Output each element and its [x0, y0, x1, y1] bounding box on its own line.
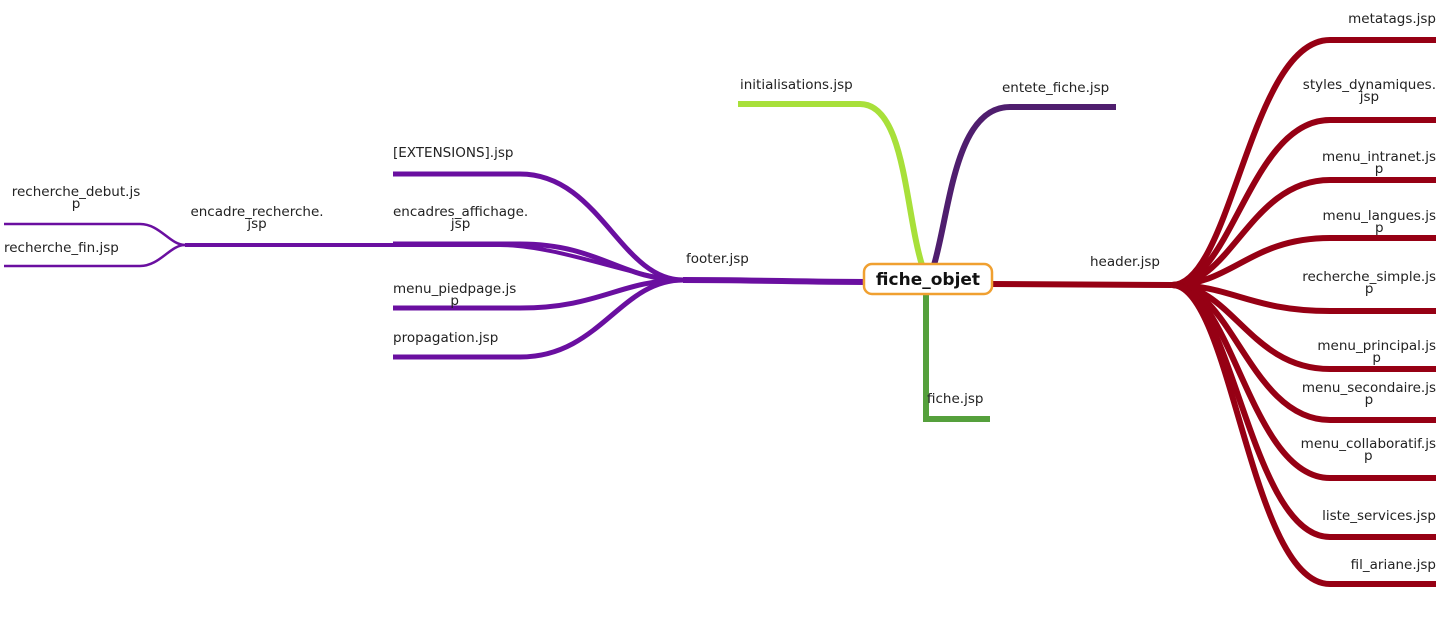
encadre-child-edge	[4, 243, 186, 268]
footer-child-label: [EXTENSIONS].jsp	[393, 145, 513, 161]
header-edge	[989, 281, 1173, 288]
root-node-label: fiche_objet	[876, 270, 980, 290]
nodes-layer: header.jsp metatags.jsp styles_dynamiques.…	[4, 11, 1436, 573]
footer-child-edge	[393, 171, 684, 283]
header-child-edge	[1171, 37, 1436, 288]
footer-edge	[682, 277, 867, 285]
header-child-label: styles_dynamiques.jsp	[1303, 77, 1436, 105]
header-child-edge	[1171, 282, 1436, 540]
entete-fiche-edge	[931, 104, 1116, 266]
header-child-label: metatags.jsp	[1348, 11, 1436, 27]
footer-child-label: encadres_affichage.jsp	[393, 204, 528, 232]
fiche-label: fiche.jsp	[927, 391, 983, 407]
encadre-child-edge	[4, 222, 186, 247]
footer-label: footer.jsp	[686, 251, 749, 267]
header-child-edge	[1171, 282, 1436, 587]
header-label: header.jsp	[1090, 254, 1160, 270]
footer-child-edge	[393, 277, 684, 360]
entete-fiche-label: entete_fiche.jsp	[1002, 80, 1109, 96]
initialisations-label: initialisations.jsp	[740, 77, 853, 93]
header-child-edge	[1171, 235, 1436, 288]
header-child-label: liste_services.jsp	[1322, 508, 1436, 524]
fiche-edge	[923, 293, 990, 422]
header-child-edge	[1171, 117, 1436, 288]
encadre-child-label: recherche_fin.jsp	[4, 240, 119, 256]
header-child-label: fil_ariane.jsp	[1351, 557, 1436, 573]
edges-layer	[4, 37, 1436, 587]
footer-child-label: encadre_recherche.jsp	[190, 204, 323, 232]
footer-child-edge	[393, 241, 684, 283]
footer-child-label: propagation.jsp	[393, 330, 498, 346]
initialisations-edge	[738, 101, 925, 266]
root-node-box	[862, 262, 994, 296]
